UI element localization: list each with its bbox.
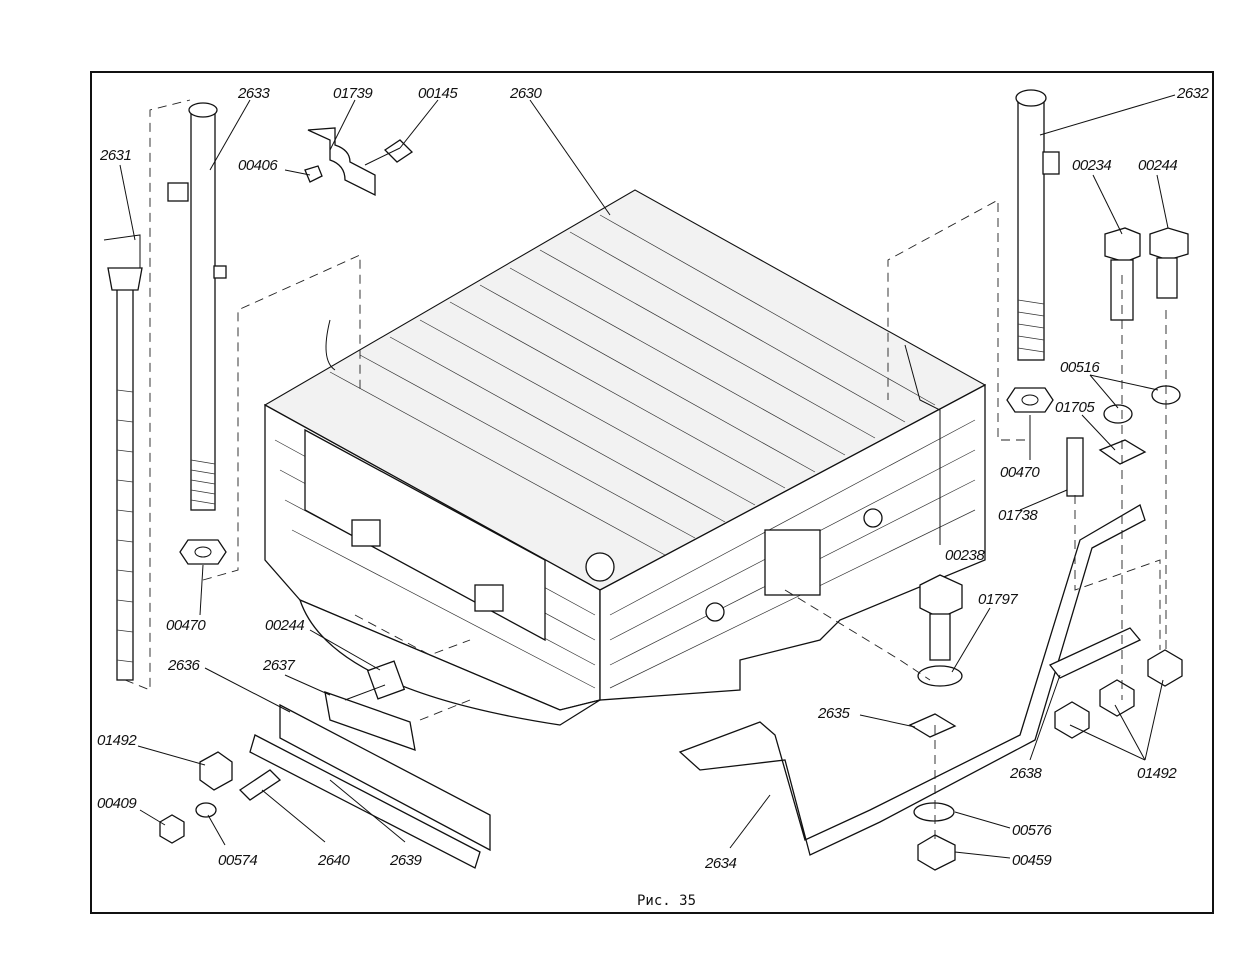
label-00516: 00516 xyxy=(1060,359,1100,376)
label-00145: 00145 xyxy=(418,85,458,102)
label-2639: 2639 xyxy=(389,852,423,869)
label-01739: 01739 xyxy=(333,85,373,102)
label-2636: 2636 xyxy=(167,657,201,674)
label-2637: 2637 xyxy=(262,657,296,674)
label-00576: 00576 xyxy=(1012,822,1052,839)
label-00244-top: 00244 xyxy=(1138,157,1177,174)
label-00406: 00406 xyxy=(238,157,278,174)
bolt-00238 xyxy=(917,574,963,687)
label-01492-left: 01492 xyxy=(97,732,137,749)
label-2638: 2638 xyxy=(1009,765,1043,782)
label-00470-left: 00470 xyxy=(166,617,206,634)
label-01797: 01797 xyxy=(978,591,1018,608)
label-01705: 01705 xyxy=(1055,399,1095,416)
label-01492-right: 01492 xyxy=(1137,765,1177,782)
tube-2633 xyxy=(167,102,227,565)
tube-2632 xyxy=(1006,89,1060,413)
part-labels: 2631 2633 01739 00145 00406 2630 2632 00… xyxy=(97,85,1210,872)
label-01738: 01738 xyxy=(998,507,1038,524)
bolts-right-top xyxy=(1098,227,1189,465)
label-2634: 2634 xyxy=(704,855,737,872)
rod-2631 xyxy=(103,234,143,681)
figure-caption: Рис. 35 xyxy=(637,893,696,909)
radiator-assembly-2630 xyxy=(263,189,987,726)
label-2631: 2631 xyxy=(99,147,132,164)
label-00238: 00238 xyxy=(945,547,985,564)
nuts-01492-right xyxy=(1054,649,1183,739)
label-00574: 00574 xyxy=(218,852,257,869)
label-00409: 00409 xyxy=(97,795,137,812)
label-00234: 00234 xyxy=(1072,157,1111,174)
label-00244-left: 00244 xyxy=(265,617,304,634)
leader-lines xyxy=(119,94,1176,859)
label-2632: 2632 xyxy=(1176,85,1210,102)
label-2630: 2630 xyxy=(509,85,543,102)
label-00459: 00459 xyxy=(1012,852,1052,869)
label-2640: 2640 xyxy=(317,852,351,869)
drawing-frame xyxy=(90,71,1214,914)
label-00470-right: 00470 xyxy=(1000,464,1040,481)
bracket-2634 xyxy=(678,504,1146,871)
label-2635: 2635 xyxy=(817,705,851,722)
plates-2636-2639 xyxy=(159,660,491,869)
label-2633: 2633 xyxy=(237,85,271,102)
clamp-set-01739 xyxy=(304,127,414,197)
stud-01738 xyxy=(1066,437,1084,497)
